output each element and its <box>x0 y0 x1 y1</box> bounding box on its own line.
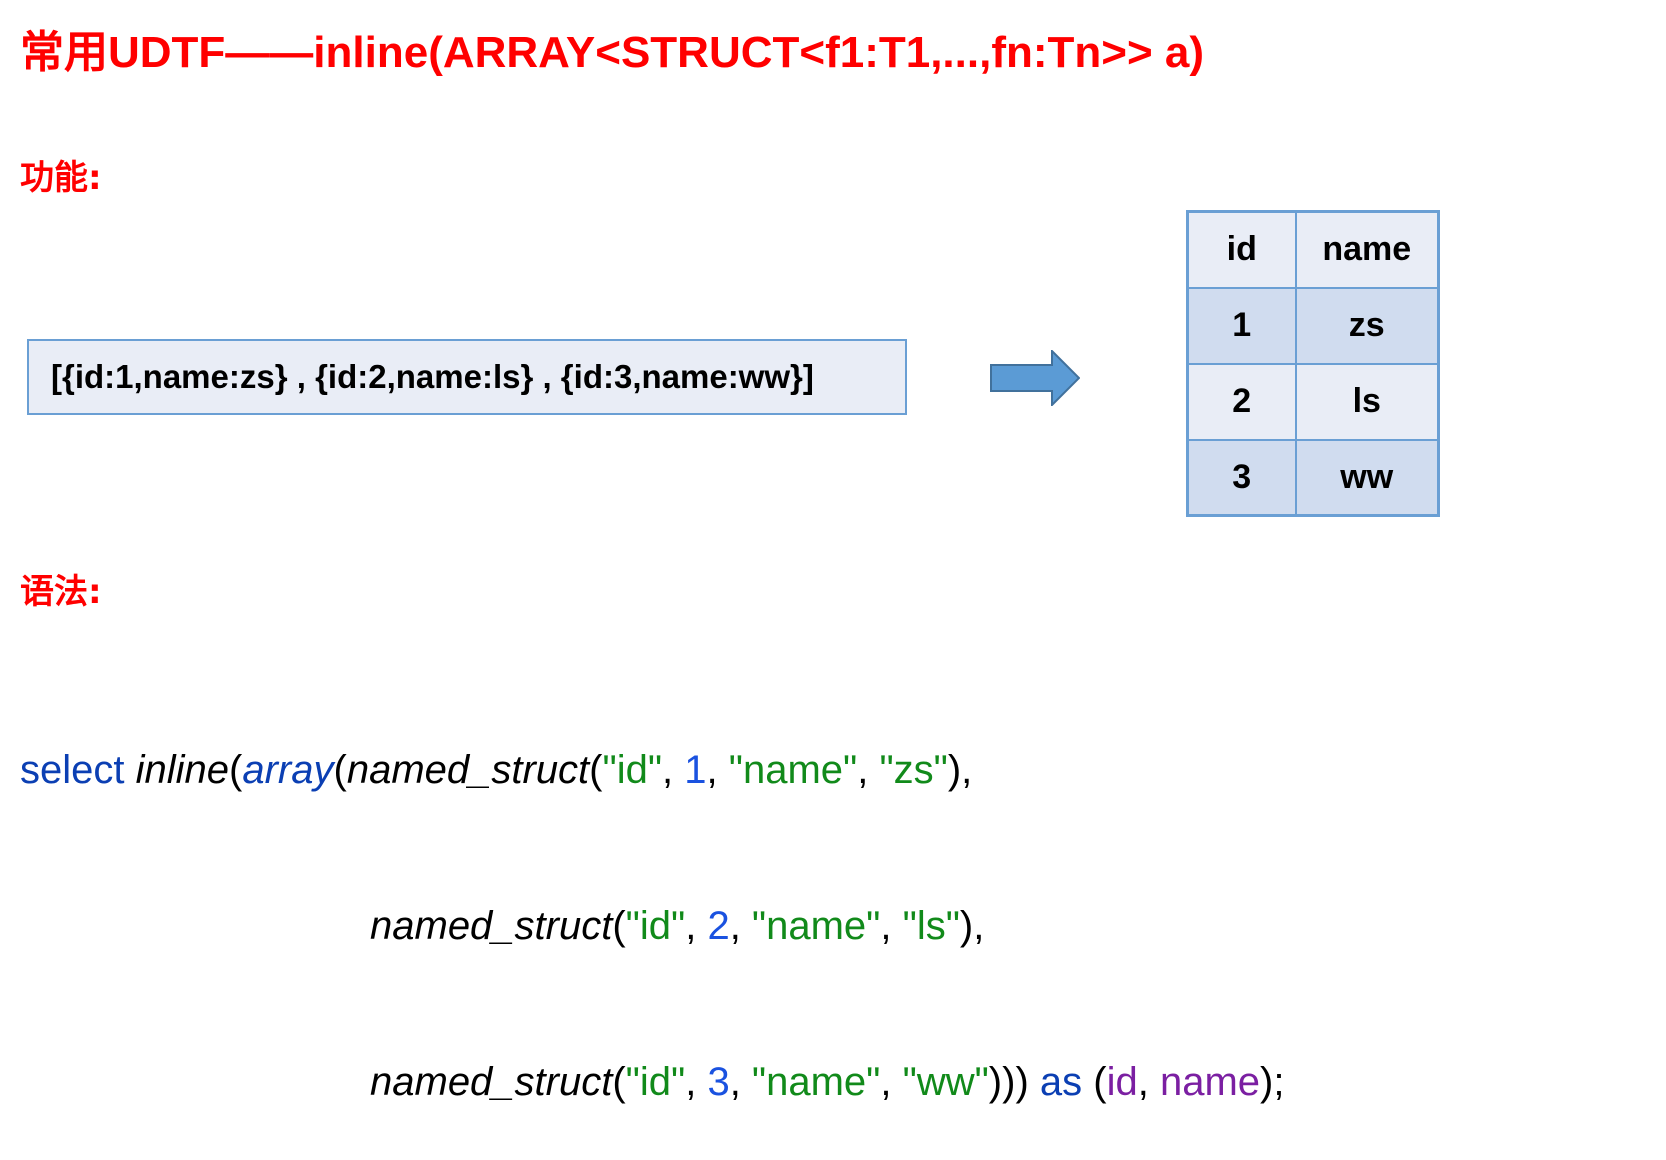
code-number: 2 <box>707 904 730 948</box>
code-comma: , <box>729 904 752 948</box>
code-paren: ( <box>612 904 626 948</box>
code-paren: ( <box>612 1060 626 1104</box>
right-arrow-icon <box>990 350 1080 406</box>
code-line: select inline(array(named_struct("id", 1… <box>20 744 1284 796</box>
code-string-key: "id" <box>625 904 686 948</box>
code-column-id: id <box>1106 1060 1138 1104</box>
table-row: 3 ww <box>1186 438 1440 517</box>
code-string-key: "name" <box>728 748 858 792</box>
code-comma: , <box>880 1060 903 1104</box>
code-line-end: ), <box>959 904 985 948</box>
code-final-end: ); <box>1260 1060 1285 1104</box>
column-header-name: name <box>1294 210 1440 289</box>
page-title: 常用UDTF——inline(ARRAY<STRUCT<f1:T1,...,fn… <box>20 28 1205 77</box>
input-array-box: [{id:1,name:zs} , {id:2,name:ls} , {id:3… <box>27 339 907 415</box>
syntax-label: 语法: <box>20 572 102 612</box>
code-block: select inline(array(named_struct("id", 1… <box>20 640 1284 1160</box>
table-cell-id: 3 <box>1186 438 1297 517</box>
code-paren: ( <box>1093 1060 1107 1104</box>
code-number: 1 <box>684 748 707 792</box>
code-string-key: "name" <box>751 904 881 948</box>
table-cell-name: ls <box>1294 362 1440 441</box>
table-header-row: id name <box>1186 210 1440 289</box>
code-string-key: "id" <box>602 748 663 792</box>
code-paren: ( <box>589 748 603 792</box>
code-comma: , <box>685 1060 708 1104</box>
code-comma: , <box>706 748 729 792</box>
code-function-named-struct: named_struct <box>370 1060 613 1104</box>
code-comma: , <box>729 1060 752 1104</box>
result-table: id name 1 zs 2 ls 3 ww <box>1186 210 1440 517</box>
table-cell-name: zs <box>1294 286 1440 365</box>
code-keyword-as: as <box>1039 1060 1083 1104</box>
code-string-key: "name" <box>751 1060 881 1104</box>
input-array-text: [{id:1,name:zs} , {id:2,name:ls} , {id:3… <box>51 358 814 395</box>
code-line-end: ), <box>947 748 973 792</box>
code-column-name: name <box>1159 1060 1261 1104</box>
code-function-array: array <box>242 748 334 792</box>
column-header-id: id <box>1186 210 1297 289</box>
code-comma: , <box>880 904 903 948</box>
code-comma: , <box>857 748 880 792</box>
table-cell-name: ww <box>1294 438 1440 517</box>
code-last-end: ))) <box>988 1060 1029 1104</box>
code-function-named-struct: named_struct <box>346 748 590 792</box>
code-paren: ( <box>333 748 347 792</box>
code-string-key: "id" <box>625 1060 686 1104</box>
code-keyword-select: select <box>20 748 125 792</box>
table-row: 2 ls <box>1186 362 1440 441</box>
code-comma: , <box>1137 1060 1160 1104</box>
code-line: named_struct("id", 2, "name", "ls"), <box>20 900 1284 952</box>
table-row: 1 zs <box>1186 286 1440 365</box>
table-cell-id: 2 <box>1186 362 1297 441</box>
code-string-value: "ls" <box>902 904 960 948</box>
code-string-value: "zs" <box>879 748 948 792</box>
function-label: 功能: <box>20 158 102 198</box>
code-number: 3 <box>707 1060 730 1104</box>
table-cell-id: 1 <box>1186 286 1297 365</box>
code-function-inline: inline <box>135 748 230 792</box>
code-comma: , <box>685 904 708 948</box>
code-string-value: "ww" <box>902 1060 989 1104</box>
code-line: named_struct("id", 3, "name", "ww"))) as… <box>20 1056 1284 1108</box>
code-comma: , <box>662 748 685 792</box>
code-paren: ( <box>229 748 243 792</box>
code-function-named-struct: named_struct <box>370 904 613 948</box>
